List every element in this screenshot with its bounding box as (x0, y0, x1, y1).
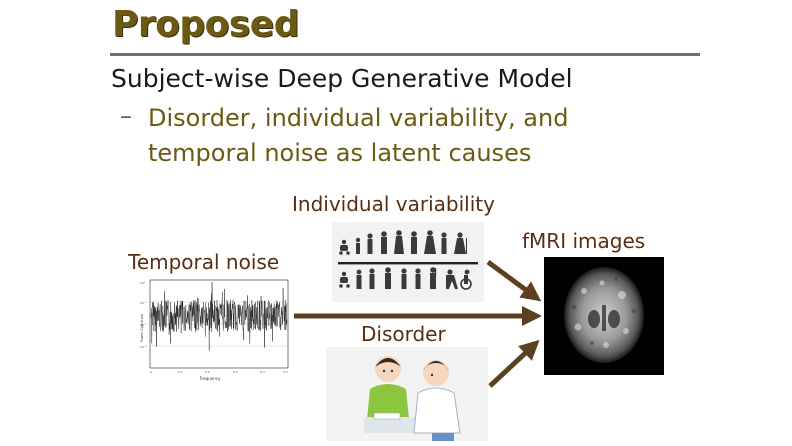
svg-text:0.4: 0.4 (260, 370, 265, 374)
slide-title: Proposed (112, 4, 300, 45)
fmri-brain-image (544, 257, 664, 375)
slide-heading: Subject-wise Deep Generative Model (111, 64, 573, 93)
svg-text:0.2: 0.2 (205, 370, 210, 374)
temporal-noise-label: Temporal noise (128, 250, 280, 274)
svg-text:10⁻³: 10⁻³ (140, 345, 147, 349)
individual-variability-label: Individual variability (292, 192, 495, 216)
bullet-marker: – (120, 102, 132, 130)
disorder-label: Disorder (361, 322, 446, 346)
individual-variability-arrow (486, 259, 542, 302)
svg-text:0.3: 0.3 (233, 370, 238, 374)
svg-text:10⁻²: 10⁻² (140, 323, 147, 327)
disorder-image (326, 347, 488, 441)
noise-plot-ylabel: Power Spectrum (140, 313, 144, 342)
disorder-arrow (488, 339, 540, 388)
temporal-noise-plot: 10⁰ 10⁻¹ 10⁻² 10⁻³ 0 0.1 0.2 0.3 0.4 0.5 Frequ… (138, 276, 293, 386)
individual-variability-image (332, 222, 484, 302)
svg-text:10⁻¹: 10⁻¹ (140, 301, 147, 305)
noise-plot-xlabel: Frequency (200, 376, 221, 381)
svg-text:0.5: 0.5 (283, 370, 288, 374)
fmri-images-label: fMRI images (522, 229, 646, 253)
svg-text:10⁰: 10⁰ (140, 281, 146, 285)
noise-signal-line (150, 281, 288, 351)
title-divider (110, 53, 700, 56)
svg-text:0: 0 (150, 370, 152, 374)
svg-text:0.1: 0.1 (178, 370, 183, 374)
bullet-text: Disorder, individual variability, and te… (148, 104, 569, 167)
